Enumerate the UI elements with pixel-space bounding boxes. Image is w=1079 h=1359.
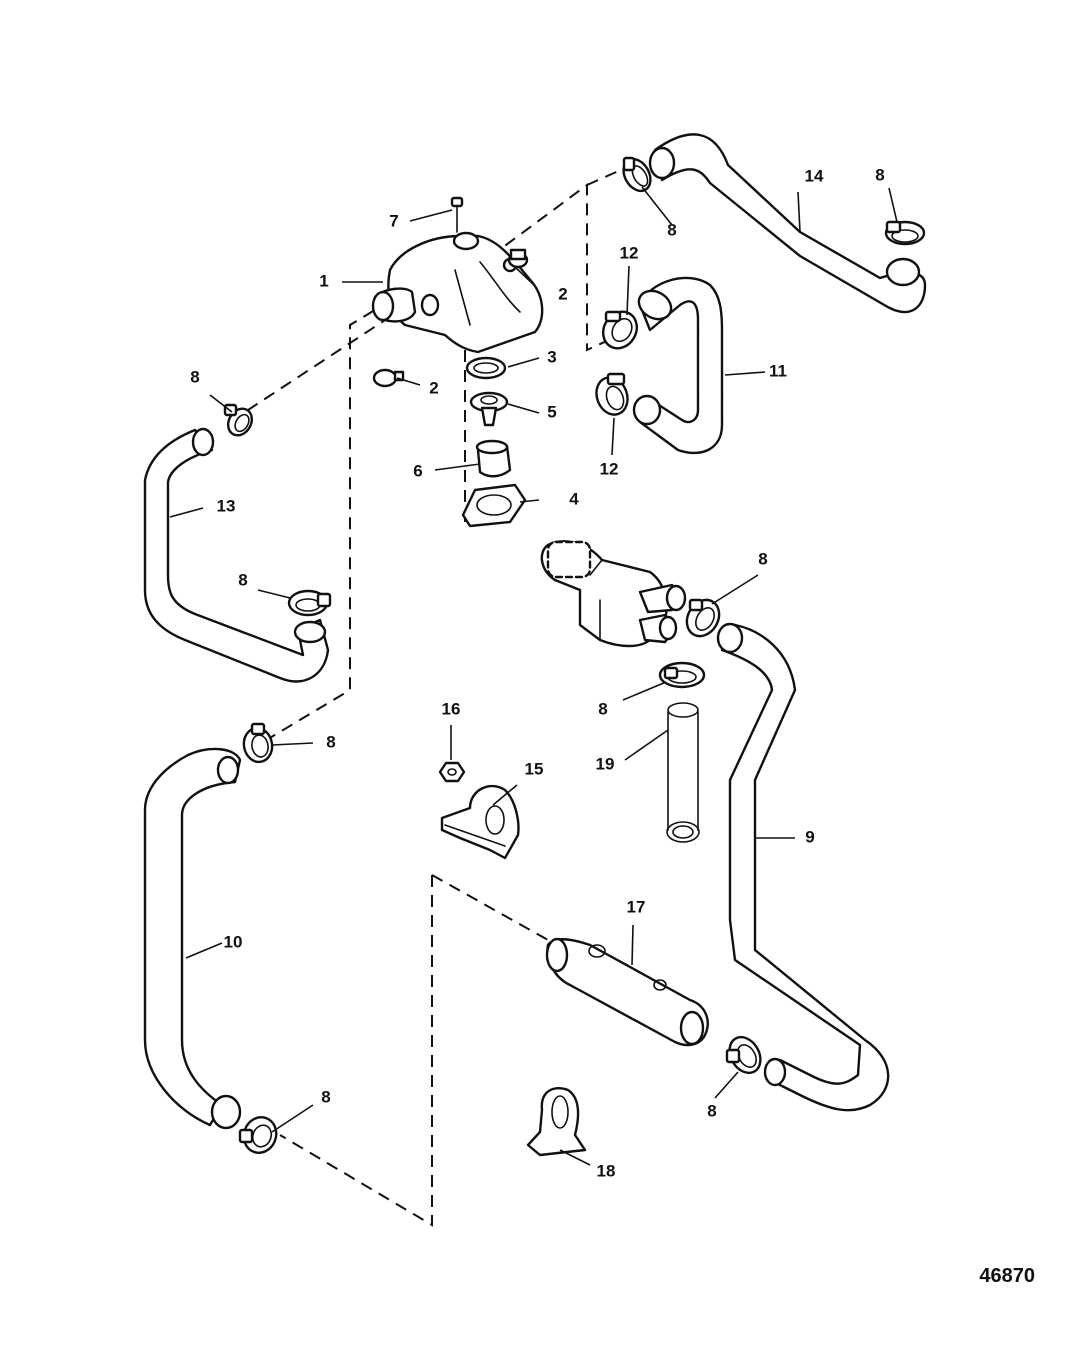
callout-2-upper: 2 xyxy=(558,284,567,303)
callout-19: 19 xyxy=(596,754,615,773)
callout-3: 3 xyxy=(547,347,556,366)
clamp-left-top xyxy=(223,403,254,437)
gasket-upper xyxy=(465,356,507,380)
leader-lines xyxy=(169,186,898,1166)
hose-left-long xyxy=(143,747,242,1130)
callout-labels: 1 2 2 3 4 5 6 7 8 8 8 8 8 8 8 8 8 9 10 1… xyxy=(190,165,884,1180)
reference-number: 46870 xyxy=(979,1265,1035,1287)
clamp-top xyxy=(622,156,652,193)
callout-11: 11 xyxy=(769,361,787,380)
callout-8-bottom-right: 8 xyxy=(707,1101,716,1120)
clamp-bottom-left xyxy=(238,1116,278,1154)
callout-8-left-mid: 8 xyxy=(238,570,247,589)
pipe xyxy=(545,937,709,1047)
callout-8-exchanger: 8 xyxy=(758,549,767,568)
callout-8-left-lower: 8 xyxy=(326,732,335,751)
plug-lower xyxy=(372,368,405,388)
tube xyxy=(666,702,700,843)
bracket xyxy=(440,784,520,860)
callout-14: 14 xyxy=(805,166,824,185)
callout-2-lower: 2 xyxy=(429,378,438,397)
clamp-u-bottom xyxy=(595,372,629,416)
callout-16: 16 xyxy=(442,699,461,718)
callout-5: 5 xyxy=(547,402,556,421)
clamp-left-mid xyxy=(287,589,332,617)
plug-upper xyxy=(507,248,529,269)
nut xyxy=(438,761,466,783)
callout-4: 4 xyxy=(569,489,579,508)
clamp-u-top xyxy=(601,310,639,350)
clamp-top-right xyxy=(884,220,926,246)
clamp-exchanger-lower xyxy=(658,661,706,689)
gasket-lower xyxy=(461,483,527,528)
clamp-left-lower xyxy=(242,722,274,764)
callout-10: 10 xyxy=(224,932,243,951)
assembly-lines xyxy=(247,164,633,1227)
callout-6: 6 xyxy=(413,461,422,480)
hose-left-upper xyxy=(143,427,330,683)
callout-8-left-top: 8 xyxy=(190,367,199,386)
callout-8-bottom-left: 8 xyxy=(321,1087,330,1106)
screw xyxy=(450,196,464,233)
callout-12-bottom: 12 xyxy=(600,459,619,478)
callout-1: 1 xyxy=(319,271,328,290)
callout-15: 15 xyxy=(525,759,544,778)
thermostat xyxy=(469,391,509,427)
hose-right-long xyxy=(716,622,890,1112)
callout-7: 7 xyxy=(389,211,398,230)
callout-8-right-top: 8 xyxy=(875,165,884,184)
callout-17: 17 xyxy=(627,897,646,916)
hose-u xyxy=(632,276,724,455)
callout-9: 9 xyxy=(805,827,814,846)
callout-18: 18 xyxy=(597,1161,616,1180)
thermostat-housing xyxy=(371,231,544,354)
clip xyxy=(526,1087,587,1157)
callout-8-exchanger-lower: 8 xyxy=(598,699,607,718)
sleeve xyxy=(475,439,512,478)
clamp-exchanger xyxy=(685,598,721,638)
callout-12-top: 12 xyxy=(620,243,639,262)
hose-top-right xyxy=(648,133,927,314)
heat-exchanger xyxy=(540,540,687,648)
clamp-bottom-right xyxy=(725,1035,762,1075)
callout-13: 13 xyxy=(217,496,236,515)
callout-8-top: 8 xyxy=(667,220,676,239)
